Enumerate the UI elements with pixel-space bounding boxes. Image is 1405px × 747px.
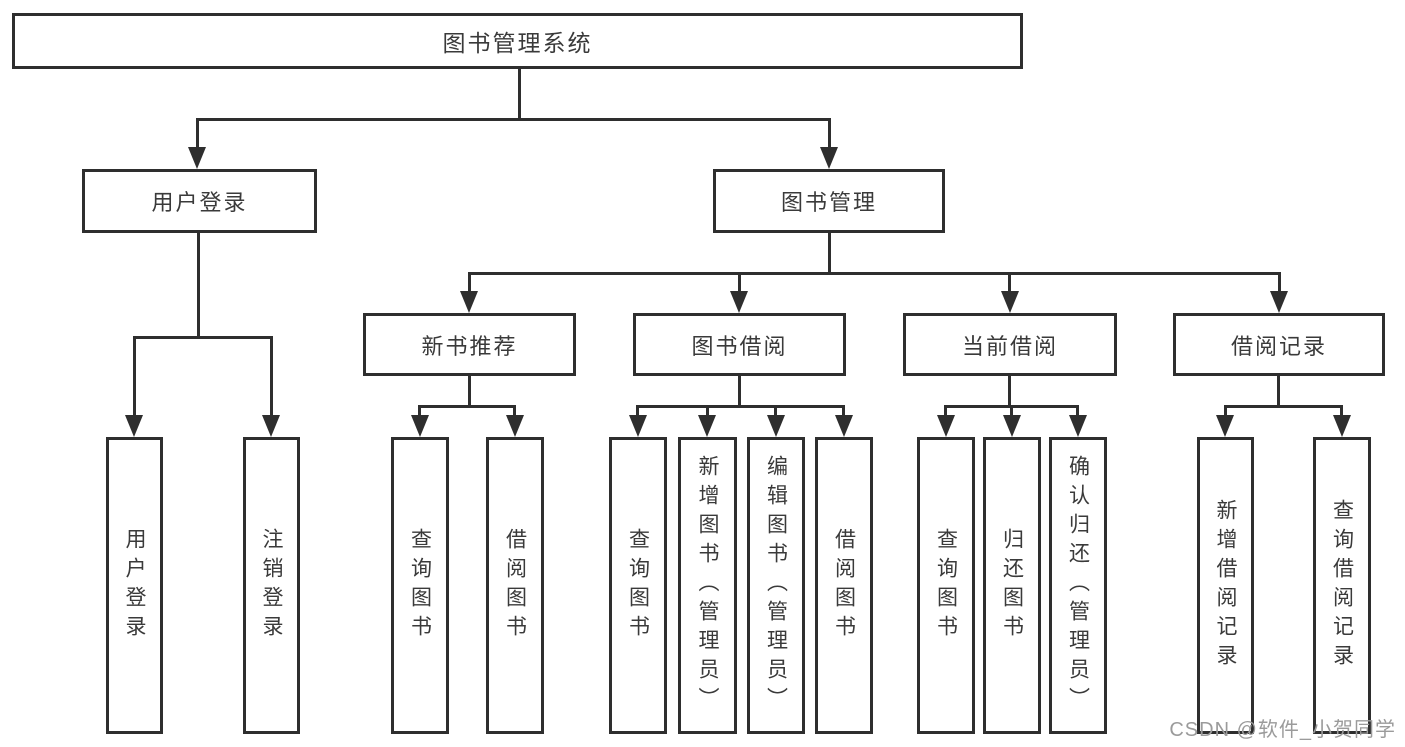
node-book-management: 图书管理 [713,169,945,233]
csdn-watermark: CSDN @软件_小贺同学 [1169,719,1396,741]
leaf-query-borrow-record-label: 查询借阅记录 [1330,498,1354,673]
node-current-borrowing: 当前借阅 [903,313,1117,376]
connector-line [133,336,273,339]
node-current-borrowing-label: 当前借阅 [961,333,1058,359]
node-user-login-label: 用户登录 [151,190,248,215]
arrow-down-icon [835,415,853,437]
arrow-down-icon [629,415,647,437]
node-book-management-label: 图书管理 [780,190,877,215]
connector-line [842,405,845,419]
connector-line [944,405,947,419]
arrow-down-icon [1003,415,1021,437]
leaf-query-books-recommend: 查询图书 [391,437,449,734]
connector-line [518,69,521,118]
arrow-down-icon [262,415,280,437]
leaf-return-books-label: 归还图书 [1000,527,1024,644]
connector-line [706,405,709,419]
connector-line [133,336,136,419]
connector-line [1010,405,1013,419]
connector-line [1277,376,1280,405]
leaf-query-books-current: 查询图书 [917,437,975,734]
connector-line [1224,405,1227,419]
leaf-borrow-books-recommend: 借阅图书 [486,437,544,734]
connector-line [1278,272,1281,295]
arrow-down-icon [188,147,206,169]
leaf-borrow-books-borrowing-label: 借阅图书 [832,527,856,644]
connector-line [774,405,777,419]
connector-line [636,405,845,408]
connector-line [1224,405,1343,408]
arrow-down-icon [1001,291,1019,313]
node-book-borrowing: 图书借阅 [633,313,846,376]
arrow-down-icon [460,291,478,313]
arrow-down-icon [1270,291,1288,313]
leaf-confirm-return-admin: 确认归还（管理员） [1049,437,1107,734]
connector-line [418,405,516,408]
leaf-query-books-recommend-label: 查询图书 [408,527,432,644]
arrow-down-icon [411,415,429,437]
connector-line [468,376,471,405]
connector-line [468,272,1281,275]
arrow-down-icon [820,147,838,169]
leaf-borrow-books-recommend-label: 借阅图书 [503,527,527,644]
arrow-down-icon [767,415,785,437]
arrow-down-icon [1216,415,1234,437]
connector-line [738,376,741,405]
leaf-query-books-borrowing-label: 查询图书 [626,527,650,644]
arrow-down-icon [1333,415,1351,437]
connector-line [1008,376,1011,405]
leaf-user-login-label: 用户登录 [123,527,146,644]
arrow-down-icon [937,415,955,437]
leaf-add-borrow-record-label: 新增借阅记录 [1214,498,1237,673]
arrow-down-icon [1069,415,1087,437]
leaf-query-borrow-record: 查询借阅记录 [1313,437,1371,734]
arrow-down-icon [125,415,143,437]
node-borrowing-records-label: 借阅记录 [1230,333,1327,359]
connector-line [468,272,471,295]
leaf-logout-label: 注销登录 [260,527,283,644]
node-book-borrowing-label: 图书借阅 [691,333,788,359]
node-root-label: 图书管理系统 [442,30,593,56]
node-user-login: 用户登录 [82,169,317,233]
node-borrowing-records: 借阅记录 [1173,313,1385,376]
leaf-add-books-admin: 新增图书（管理员） [678,437,737,734]
leaf-edit-books-admin: 编辑图书（管理员） [747,437,805,734]
leaf-return-books: 归还图书 [983,437,1041,734]
connector-line [636,405,639,419]
connector-line [196,118,199,151]
leaf-logout: 注销登录 [243,437,300,734]
node-new-book-recommend: 新书推荐 [363,313,576,376]
connector-line [738,272,741,295]
leaf-borrow-books-borrowing: 借阅图书 [815,437,873,734]
leaf-edit-books-admin-label: 编辑图书（管理员） [764,455,788,716]
leaf-confirm-return-admin-label: 确认归还（管理员） [1066,455,1090,716]
connector-line [418,405,421,419]
arrow-down-icon [730,291,748,313]
connector-line [1340,405,1343,419]
node-root: 图书管理系统 [12,13,1023,69]
leaf-query-books-current-label: 查询图书 [934,527,958,644]
node-new-book-recommend-label: 新书推荐 [421,333,518,359]
connector-line [270,336,273,419]
connector-line [1076,405,1079,419]
leaf-user-login: 用户登录 [106,437,163,734]
leaf-add-books-admin-label: 新增图书（管理员） [696,455,719,716]
arrow-down-icon [506,415,524,437]
connector-line [513,405,516,419]
connector-line [1008,272,1011,295]
arrow-down-icon [698,415,716,437]
connector-line [196,118,831,121]
connector-line [197,233,200,336]
leaf-add-borrow-record: 新增借阅记录 [1197,437,1254,734]
leaf-query-books-borrowing: 查询图书 [609,437,667,734]
connector-line [828,233,831,272]
connector-line [828,118,831,151]
